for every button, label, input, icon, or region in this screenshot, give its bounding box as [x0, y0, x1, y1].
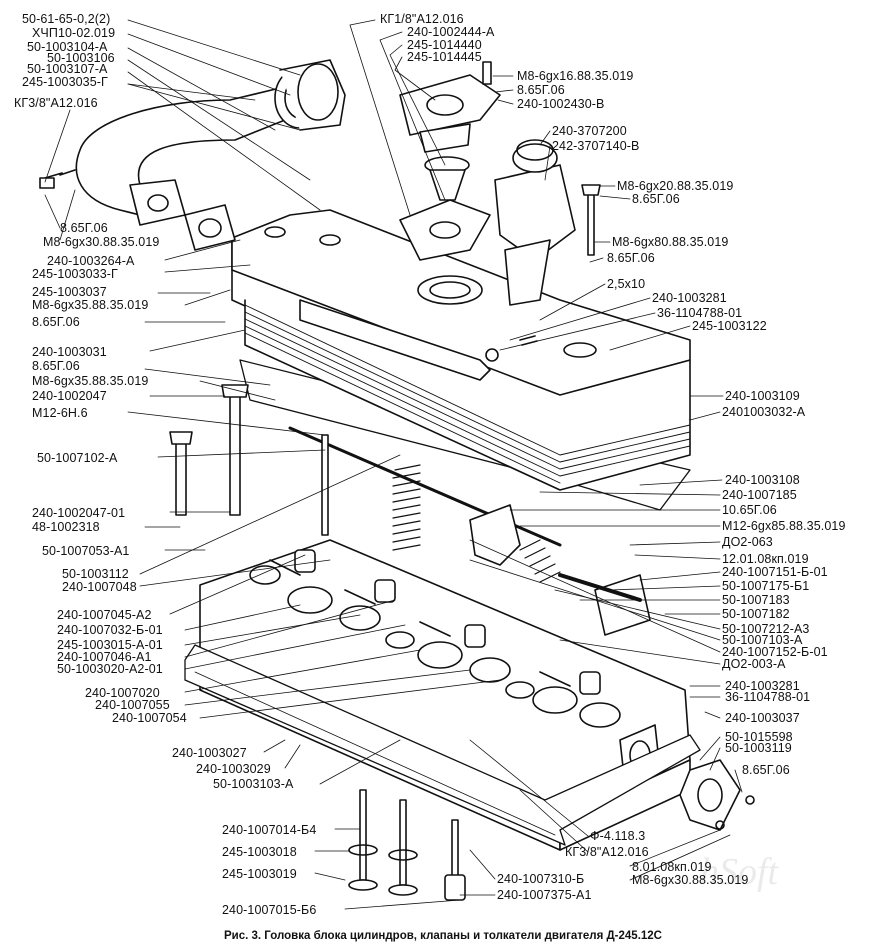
callout-label: 240-1007152-Б-01	[722, 645, 828, 659]
leader-lines-right	[349, 19, 743, 896]
callout-label: 240-1007310-Б	[497, 872, 585, 886]
callout-label: Ф-4.118.3	[590, 829, 646, 843]
callout-label: 36-1104788-01	[657, 306, 743, 320]
callout-label: 240-1003281	[725, 679, 800, 693]
callout-label: М8-6gх35.88.35.019	[32, 374, 149, 388]
callout-label: 8.01.08кп.019	[632, 860, 712, 874]
callout-label: 240-1007375-А1	[497, 888, 592, 902]
callout-label: 50-1007102-А	[37, 451, 118, 465]
callout-label: 240-1007055	[95, 698, 170, 712]
callout-label: 50-1007183	[722, 593, 790, 607]
valvetrain-drawing	[169, 384, 651, 901]
callout-label: 240-1007045-А2	[57, 608, 152, 622]
callout-label: 240-1002430-В	[517, 97, 605, 111]
callout-label: 50-1003112	[62, 567, 129, 581]
callout-label: 245-1003018	[222, 845, 297, 859]
callout-label: КГ3/8"А12.016	[14, 96, 98, 110]
callout-label: 50-1003107-А	[27, 62, 108, 76]
callout-label: 8.65Г.06	[32, 315, 80, 329]
figure-caption: Рис. 3. Головка блока цилиндров, клапаны…	[223, 930, 662, 942]
callout-label: 240-1003031	[32, 345, 107, 359]
intake-pipe-drawing	[39, 59, 346, 251]
callout-label: 240-3707200	[552, 124, 627, 138]
callout-label: 50-1007182	[722, 607, 790, 621]
callout-label: 240-1007048	[62, 580, 137, 594]
callout-label: М8-6gх30.88.35.019	[632, 873, 749, 887]
callout-label: 240-1003281	[652, 291, 727, 305]
callout-label: 240-1003264-А	[47, 254, 135, 268]
callout-label: 48-1002318	[32, 520, 100, 534]
callout-label: КГ1/8"А12.016	[380, 12, 464, 26]
rocker-cover-drawing	[231, 209, 691, 511]
callout-label: 240-1003109	[725, 389, 800, 403]
callout-label: 12.01.08кп.019	[722, 552, 809, 566]
callout-label: 240-1003108	[725, 473, 800, 487]
callout-label: 245-1003035-Г	[22, 75, 108, 89]
callout-label: М8-6gх20.88.35.019	[617, 179, 734, 193]
callout-label: 240-1007015-Б6	[222, 903, 317, 917]
callout-label: 50-1007175-Б1	[722, 579, 810, 593]
callout-label: 240-1007014-Б4	[222, 823, 317, 837]
callout-label: 50-1007212-А3	[722, 622, 810, 636]
callout-label: ДО2-063	[722, 535, 773, 549]
callout-label: М12-6Н.6	[32, 406, 88, 420]
callout-label: 8.65Г.06	[32, 359, 80, 373]
cover-plate-drawing	[679, 759, 755, 831]
callout-label: 245-1003122	[692, 319, 767, 333]
callout-label: 8.65Г.06	[607, 251, 655, 265]
callout-label: 240-1002444-А	[407, 25, 495, 39]
callout-label: ХЧП10-02.019	[32, 26, 116, 40]
callout-label: 245-1003019	[222, 867, 297, 881]
callout-label: 245-1003037	[32, 285, 107, 299]
callout-label: 50-1003020-А2-01	[57, 662, 163, 676]
callout-label: 50-1003119	[725, 741, 792, 755]
callout-label: 242-3707140-В	[552, 139, 640, 153]
callout-label: 50-1003104-А	[27, 40, 108, 54]
callout-label: 50-1007103-А	[722, 633, 803, 647]
callout-label: 50-1015598	[725, 730, 793, 744]
callout-label: 240-1007054	[112, 711, 187, 725]
callout-label: 240-1007185	[722, 488, 797, 502]
callout-label: 50-61-65-0,2(2)	[22, 12, 111, 26]
callout-label: 245-1003033-Г	[32, 267, 118, 281]
callout-label: 240-1003029	[196, 762, 271, 776]
callout-label: М8-6gх80.88.35.019	[612, 235, 729, 249]
callout-label: 240-1007046-А1	[57, 650, 152, 664]
callout-label: 240-1003027	[172, 746, 247, 760]
breather-drawing	[494, 139, 601, 306]
callout-label: ДО2-003-А	[722, 657, 786, 671]
callout-label: 240-1007151-Б-01	[722, 565, 828, 579]
callout-label: 8.65Г.06	[632, 192, 680, 206]
callout-label: 2,5х10	[607, 277, 646, 291]
callout-label: 36-1104788-01	[725, 690, 811, 704]
callout-label: 50-1007053-А1	[42, 544, 130, 558]
callout-label: 50-1003103-А	[213, 777, 294, 791]
callout-label: 8.65Г.06	[742, 763, 790, 777]
callout-label: 240-1007032-Б-01	[57, 623, 163, 637]
callout-label: М8-6gх30.88.35.019	[43, 235, 160, 249]
callout-label: 245-1014440	[407, 38, 482, 52]
leader-lines-left	[44, 19, 501, 910]
callout-label: 245-1014445	[407, 50, 482, 64]
thermostat-housing-drawing	[399, 61, 501, 261]
callout-label: КГ3/8"А12.016	[565, 845, 649, 859]
callout-label: 240-1007020	[85, 686, 160, 700]
callout-label: 50-1003106	[47, 51, 115, 65]
callout-label: 8.65Г.06	[517, 83, 565, 97]
callout-label: 240-1002047	[32, 389, 107, 403]
callout-label: М8-6gх35.88.35.019	[32, 298, 149, 312]
watermark: hSoft	[700, 851, 779, 893]
callout-label: 10.65Г.06	[722, 503, 777, 517]
callout-label: 245-1003015-А-01	[57, 638, 163, 652]
callout-label: 2401003032-А	[722, 405, 806, 419]
callout-label: 240-1003037	[725, 711, 800, 725]
callout-label: М8-6gх16.88.35.019	[517, 69, 634, 83]
callout-label: 8.65Г.06	[60, 221, 108, 235]
callout-label: 240-1002047-01	[32, 506, 126, 520]
callout-label: М12-6gх85.88.35.019	[722, 519, 846, 533]
